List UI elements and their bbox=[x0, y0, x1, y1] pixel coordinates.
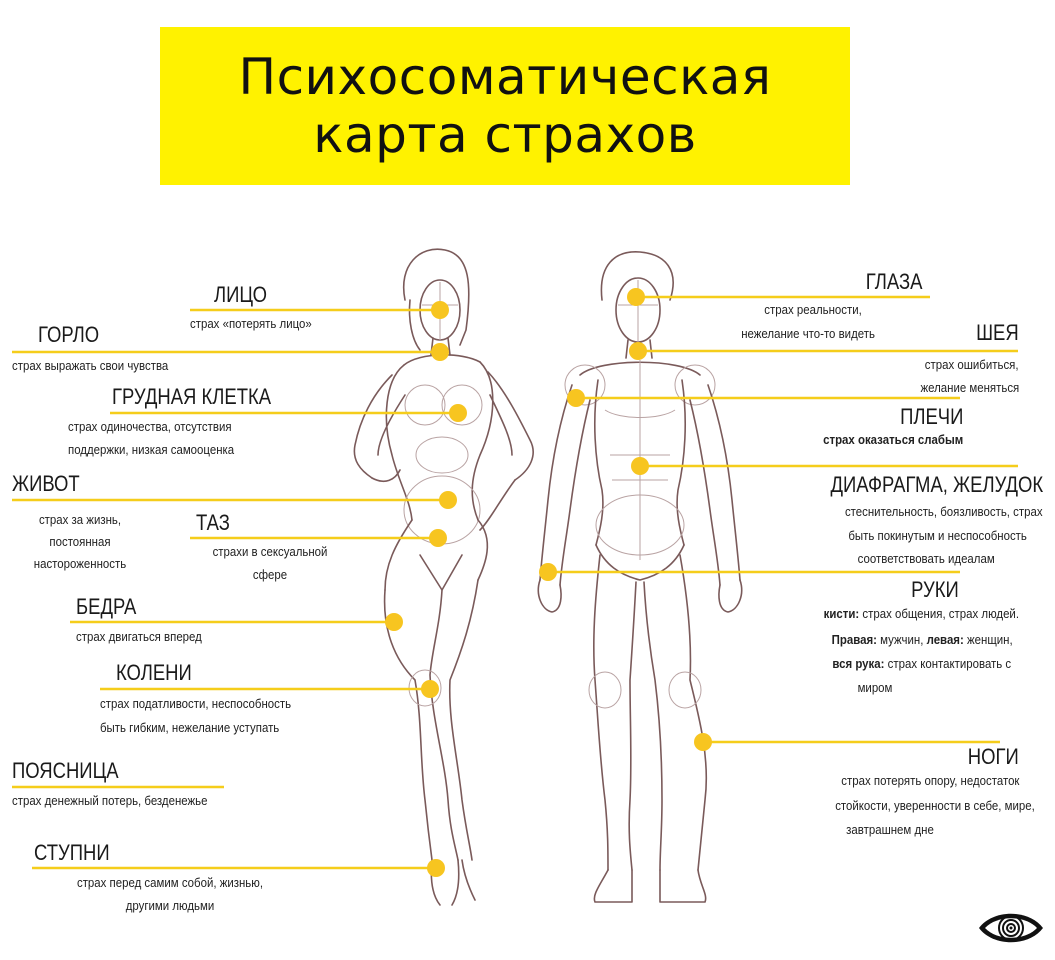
marker-shoulders bbox=[567, 389, 585, 407]
marker-face bbox=[431, 301, 449, 319]
marker-neck bbox=[629, 342, 647, 360]
marker-throat bbox=[431, 343, 449, 361]
marker-diaphragm bbox=[631, 457, 649, 475]
label-knees-desc-2: быть гибким, нежелание уступать bbox=[100, 720, 280, 735]
label-arms-whole-line: вся рука: страх контактировать с bbox=[832, 654, 1011, 673]
label-diaphragm-heading: ДИАФРАГМА, ЖЕЛУДОК bbox=[830, 472, 1043, 497]
label-arms-hands-line: кисти: страх общения, страх людей. bbox=[824, 604, 1019, 623]
arms-whole-desc-1: страх контактировать с bbox=[887, 656, 1011, 671]
arms-left-term: левая: bbox=[926, 632, 965, 647]
label-diaphragm-desc-3: соответствовать идеалам bbox=[857, 551, 995, 566]
arms-left-desc: женщин, bbox=[967, 632, 1013, 647]
marker-eyes bbox=[627, 288, 645, 306]
male-figure bbox=[537, 251, 743, 903]
label-diaphragm-desc-1: стеснительность, боязливость, страх bbox=[845, 504, 1043, 519]
label-chest-desc-1: страх одиночества, отсутствия bbox=[68, 419, 232, 434]
label-belly-desc-1: страх за жизнь, bbox=[38, 512, 122, 527]
arms-whole-term: вся рука: bbox=[832, 656, 885, 671]
label-pelvis-heading: ТАЗ bbox=[196, 510, 230, 535]
label-arms-whole-desc-2: миром bbox=[857, 680, 893, 695]
arms-right-term: Правая: bbox=[832, 632, 878, 647]
marker-knees bbox=[421, 680, 439, 698]
label-knees-desc-1: страх податливости, неспособность bbox=[100, 696, 292, 711]
marker-thighs bbox=[385, 613, 403, 631]
label-shoulders-heading: ПЛЕЧИ bbox=[899, 404, 963, 429]
label-chest-heading: ГРУДНАЯ КЛЕТКА bbox=[112, 384, 272, 409]
label-face-heading: ЛИЦО bbox=[214, 282, 268, 307]
label-knees-heading: КОЛЕНИ bbox=[116, 660, 192, 685]
label-lower-back-heading: ПОЯСНИЦА bbox=[12, 758, 119, 783]
title-banner: Психосоматическая карта страхов bbox=[160, 27, 850, 185]
label-thighs-heading: БЕДРА bbox=[76, 594, 137, 619]
label-lower-back-desc: страх денежный потерь, безденежье bbox=[12, 793, 208, 808]
label-eyes-heading: ГЛАЗА bbox=[866, 269, 923, 294]
label-chest-desc-2: поддержки, низкая самооценка bbox=[68, 442, 235, 457]
title-line-1: Психосоматическая bbox=[238, 48, 772, 106]
label-eyes-desc-2: нежелание что-то видеть bbox=[741, 326, 875, 341]
label-neck-heading: ШЕЯ bbox=[976, 320, 1019, 345]
label-arms-sides-line: Правая: мужчин, левая: женщин, bbox=[832, 630, 1013, 649]
label-belly-desc-3: настороженность bbox=[33, 556, 127, 571]
label-face-desc: страх «потерять лицо» bbox=[190, 316, 312, 331]
marker-arms bbox=[539, 563, 557, 581]
arms-right-desc: мужчин, bbox=[880, 632, 924, 647]
label-belly-desc-2: постоянная bbox=[49, 534, 111, 549]
label-arms-heading: РУКИ bbox=[911, 577, 959, 602]
label-feet-heading: СТУПНИ bbox=[34, 840, 110, 865]
marker-feet bbox=[427, 859, 445, 877]
label-legs-desc-1: страх потерять опору, недостаток bbox=[840, 773, 1019, 788]
marker-belly bbox=[439, 491, 457, 509]
label-diaphragm-desc-2: быть покинутым и неспособность bbox=[848, 528, 1027, 543]
label-neck-desc-2: желание меняться bbox=[920, 380, 1019, 395]
label-pelvis-desc-1: страхи в сексуальной bbox=[212, 544, 328, 559]
label-shoulders-desc: страх оказаться слабым bbox=[822, 432, 963, 447]
marker-chest bbox=[449, 404, 467, 422]
label-feet-desc-2: другими людьми bbox=[125, 898, 215, 913]
arms-hands-term: кисти: bbox=[823, 606, 860, 621]
label-neck-desc-1: страх ошибиться, bbox=[925, 357, 1019, 372]
label-throat-desc: страх выражать свои чувства bbox=[12, 358, 169, 373]
eye-spiral-icon bbox=[979, 913, 1043, 943]
title-line-2: карта страхов bbox=[313, 106, 697, 164]
label-legs-desc-2: стойкости, уверенности в себе, мире, bbox=[835, 798, 1035, 813]
leader-lines bbox=[12, 295, 1018, 870]
label-legs-heading: НОГИ bbox=[967, 744, 1019, 769]
label-thighs-desc: страх двигаться вперед bbox=[76, 629, 202, 644]
label-feet-desc-1: страх перед самим собой, жизнью, bbox=[76, 875, 264, 890]
marker-legs bbox=[694, 733, 712, 751]
label-belly-heading: ЖИВОТ bbox=[12, 471, 80, 496]
label-throat-heading: ГОРЛО bbox=[38, 322, 100, 347]
marker-dots bbox=[385, 288, 712, 877]
label-eyes-desc-1: страх реальности, bbox=[764, 302, 862, 317]
label-pelvis-desc-2: сфере bbox=[252, 567, 288, 582]
label-legs-desc-3: завтрашнем дне bbox=[846, 822, 934, 837]
marker-pelvis bbox=[429, 529, 447, 547]
arms-hands-desc: страх общения, страх людей. bbox=[862, 606, 1019, 621]
